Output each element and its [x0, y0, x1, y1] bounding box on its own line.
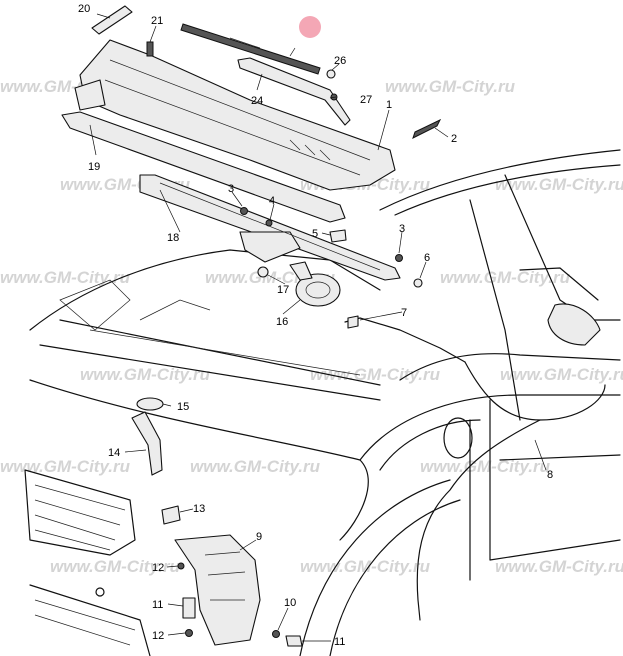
watermark: www.GM-City.ru — [440, 268, 571, 287]
part-22 — [91, 5, 133, 35]
watermark: www.GM-City.ru — [500, 365, 623, 384]
side-mirror — [547, 303, 601, 346]
part-25-wiper-blade — [180, 23, 321, 75]
callout-16: 14 — [108, 447, 120, 459]
part-3-bolt — [395, 254, 403, 262]
callout-15: 13 — [193, 503, 205, 515]
watermark: www.GM-City.ru — [495, 557, 623, 576]
watermark: www.GM-City.ru — [495, 175, 623, 194]
watermark: www.GM-City.ru — [80, 365, 211, 384]
callout-22: 20 — [78, 3, 90, 15]
front-end — [24, 249, 381, 656]
leader-lines — [89, 13, 547, 642]
callout-8: 8 — [547, 469, 553, 481]
part-19-grommet — [257, 266, 269, 278]
part-24-wiper-arm — [237, 57, 351, 126]
part-3-bolt — [240, 207, 248, 215]
watermark: www.GM-City.ru — [420, 457, 551, 476]
callout-24: 24 — [251, 95, 263, 107]
callout-9: 9 — [256, 531, 262, 543]
part-7-hose — [344, 317, 466, 363]
part-2 — [412, 118, 442, 139]
part-18-wiper-motor — [289, 261, 341, 307]
callout-18: 16 — [276, 316, 288, 328]
callout-6: 6 — [424, 252, 430, 264]
watermark: www.GM-City.ru — [190, 457, 321, 476]
part-4-bolt — [265, 219, 273, 227]
callout-26: 26 — [334, 55, 346, 67]
callout-27: 27 — [360, 94, 372, 106]
watermark: www.GM-City.ru — [50, 557, 181, 576]
callout-2: 2 — [451, 133, 457, 145]
callout-3: 3 — [228, 183, 234, 195]
vehicle-body — [299, 149, 621, 656]
part-26-cap — [326, 69, 336, 79]
callout-14: 12 — [152, 562, 164, 574]
part-17-cap — [136, 397, 164, 411]
callout-17: 15 — [177, 401, 189, 413]
watermark: www.GM-City.ru — [310, 365, 441, 384]
part-6-grommet — [413, 278, 423, 288]
callout-19: 17 — [277, 284, 289, 296]
part-13-pump — [182, 597, 196, 619]
part-5-grommet — [329, 229, 347, 243]
part-9-reservoir — [174, 534, 261, 646]
part-15-grommet — [161, 505, 181, 525]
part-16-filler-neck — [131, 411, 163, 476]
part-11-nozzle — [285, 635, 303, 647]
watermark: www.GM-City.ru — [300, 557, 431, 576]
part-23-bolt — [146, 41, 154, 57]
callout-3b: 3 — [399, 223, 405, 235]
watermark: www.GM-City.ru — [0, 457, 131, 476]
callout-4: 4 — [269, 195, 275, 207]
callout-7: 7 — [401, 307, 407, 319]
callout-12: 12 — [152, 630, 164, 642]
part-10-bolt — [272, 630, 280, 638]
part-12-seal — [185, 629, 193, 637]
watermark: www.GM-City.ru — [0, 268, 131, 287]
part-14-bolt — [177, 562, 185, 570]
part-21-seal — [61, 111, 346, 223]
part-1-cowl — [74, 39, 396, 191]
callout-20: 18 — [167, 232, 179, 244]
highlight-marker — [299, 16, 321, 38]
callout-11: 11 — [334, 636, 345, 648]
callout-23: 21 — [151, 15, 163, 27]
callouts: 20 21 26 27 24 1 2 19 3 4 5 3 6 18 17 16… — [78, 3, 553, 648]
callout-21: 19 — [88, 161, 100, 173]
callout-5: 5 — [312, 228, 318, 240]
callout-13: 11 — [152, 599, 163, 611]
part-20-wiper-linkage — [139, 174, 401, 281]
callout-10: 10 — [284, 597, 296, 609]
callout-1: 1 — [386, 99, 392, 111]
watermark: www.GM-City.ru — [385, 77, 516, 96]
